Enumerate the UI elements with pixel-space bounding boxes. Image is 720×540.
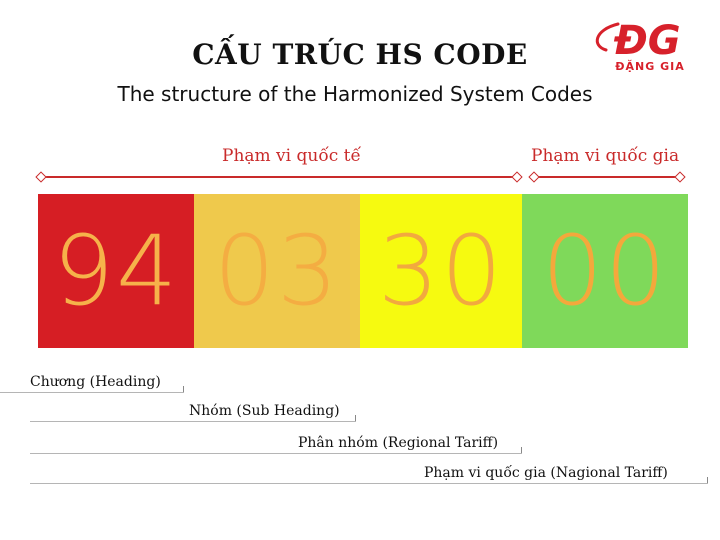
level-national-line	[30, 483, 708, 484]
code-block-subheading: 03	[194, 194, 360, 348]
international-scope-line	[42, 176, 516, 178]
code-block-regional: 30	[360, 194, 522, 348]
logo-text: ĐẶNG GIA	[615, 60, 685, 73]
page-title: CẤU TRÚC HS CODE	[192, 38, 528, 71]
level-subheading-line	[30, 421, 356, 422]
logo-mark-icon: ĐG	[595, 18, 681, 64]
code-digits: 94	[52, 215, 180, 327]
level-subheading-tick	[355, 415, 356, 421]
level-national-label: Phạm vi quốc gia (Nagional Tariff)	[424, 465, 668, 481]
page-subtitle: The structure of the Harmonized System C…	[117, 82, 593, 106]
code-digits: 03	[213, 215, 341, 327]
international-scope-label: Phạm vi quốc tế	[222, 146, 361, 166]
code-block-national: 00	[522, 194, 688, 348]
level-regional-label: Phân nhóm (Regional Tariff)	[298, 435, 499, 451]
level-heading-label: Chương (Heading)	[30, 374, 161, 390]
level-heading-line	[0, 392, 184, 393]
code-digits: 00	[541, 215, 669, 327]
code-digits: 30	[377, 215, 505, 327]
level-heading-tick	[183, 386, 184, 392]
level-subheading-label: Nhóm (Sub Heading)	[189, 403, 340, 419]
code-block-heading: 94	[38, 194, 194, 348]
national-scope-line	[535, 176, 679, 178]
national-scope-label: Phạm vi quốc gia	[531, 146, 680, 166]
level-regional-line	[30, 453, 522, 454]
level-regional-tick	[521, 447, 522, 453]
svg-text:ĐG: ĐG	[613, 18, 681, 64]
level-national-tick	[707, 477, 708, 483]
